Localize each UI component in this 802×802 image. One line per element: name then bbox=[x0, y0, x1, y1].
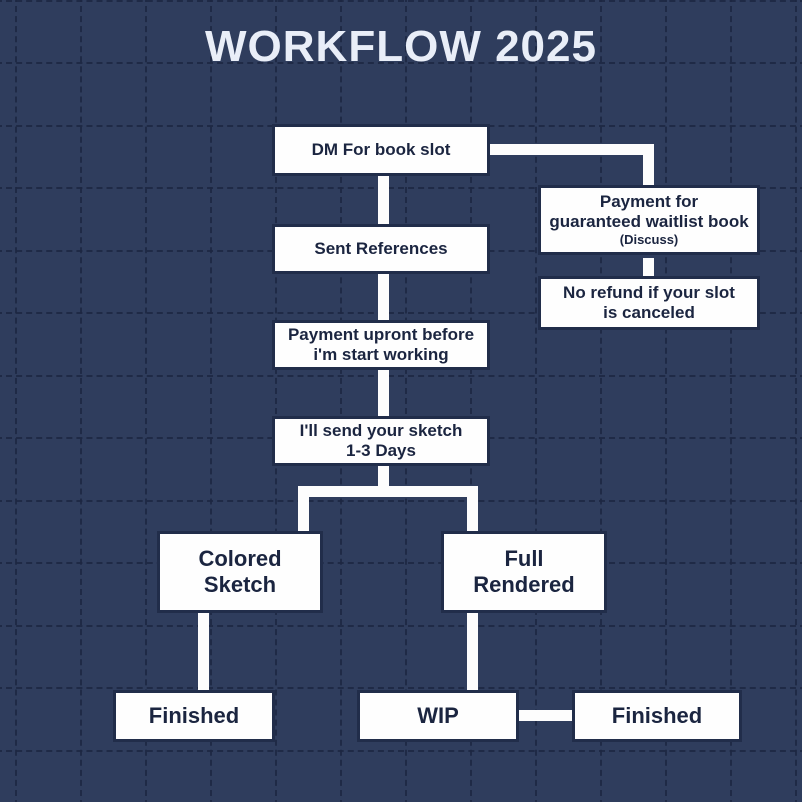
grid-line-vertical bbox=[145, 0, 147, 802]
node-label-line2: Rendered bbox=[473, 572, 575, 597]
grid-line-horizontal bbox=[0, 500, 802, 502]
grid-line-horizontal bbox=[0, 750, 802, 752]
grid-line-vertical bbox=[80, 0, 82, 802]
grid-line-horizontal bbox=[0, 562, 802, 564]
connector-branch-to-full-rendered bbox=[467, 486, 478, 534]
node-label-line1: Payment upront before bbox=[287, 324, 475, 344]
node-sent-references[interactable]: Sent References bbox=[272, 224, 490, 274]
node-label-line2: 1-3 Days bbox=[346, 441, 416, 460]
grid-line-vertical bbox=[210, 0, 212, 802]
connector-branch-to-colored-sketch bbox=[298, 486, 309, 534]
grid-line-vertical bbox=[600, 0, 602, 802]
node-label: WIP bbox=[417, 703, 459, 729]
grid-line-vertical bbox=[405, 0, 407, 802]
connector-sketch-branch-stem bbox=[378, 462, 389, 492]
node-full-rendered[interactable]: Full Rendered bbox=[441, 531, 607, 613]
connector-references-to-payment bbox=[378, 270, 389, 324]
grid-line-vertical bbox=[340, 0, 342, 802]
node-dm-for-book-slot[interactable]: DM For book slot bbox=[272, 124, 490, 176]
node-label: Sent References bbox=[314, 238, 448, 258]
node-label-line1: No refund if your slot bbox=[563, 282, 735, 302]
node-label: Finished bbox=[148, 703, 240, 729]
connector-wip-to-finished bbox=[512, 710, 577, 721]
node-send-sketch[interactable]: I'll send your sketch 1-3 Days bbox=[272, 416, 490, 466]
node-label-line2: guaranteed waitlist book bbox=[549, 212, 749, 232]
grid-line-horizontal bbox=[0, 687, 802, 689]
node-payment-guaranteed-waitlist[interactable]: Payment for guaranteed waitlist book (Di… bbox=[538, 185, 760, 255]
node-label-line1: Payment for bbox=[599, 192, 699, 212]
node-finished-right[interactable]: Finished bbox=[572, 690, 742, 742]
node-finished-left[interactable]: Finished bbox=[113, 690, 275, 742]
grid-line-horizontal bbox=[0, 0, 802, 2]
node-label-line1: I'll send your sketch bbox=[299, 420, 463, 440]
grid-line-vertical bbox=[15, 0, 17, 802]
node-wip[interactable]: WIP bbox=[357, 690, 519, 742]
connector-dm-to-waitlist-vertical bbox=[643, 144, 654, 188]
grid-line-vertical bbox=[730, 0, 732, 802]
grid-line-vertical bbox=[665, 0, 667, 802]
grid-line-vertical bbox=[535, 0, 537, 802]
node-colored-sketch[interactable]: Colored Sketch bbox=[157, 531, 323, 613]
grid-line-vertical bbox=[795, 0, 797, 802]
grid-line-vertical bbox=[275, 0, 277, 802]
node-label-line2: i'm start working bbox=[313, 345, 449, 364]
grid-line-horizontal bbox=[0, 375, 802, 377]
node-label-line2: is canceled bbox=[603, 303, 695, 322]
node-no-refund[interactable]: No refund if your slot is canceled bbox=[538, 276, 760, 330]
connector-colored-sketch-to-finished bbox=[198, 610, 209, 692]
node-label: DM For book slot bbox=[311, 139, 451, 159]
node-payment-upfront[interactable]: Payment upront before i'm start working bbox=[272, 320, 490, 370]
node-label-line1: Colored bbox=[198, 546, 282, 572]
node-label-line2: Sketch bbox=[203, 572, 277, 597]
connector-full-rendered-to-wip bbox=[467, 610, 478, 692]
node-label-line3: (Discuss) bbox=[619, 232, 679, 248]
page-title: WORKFLOW 2025 bbox=[205, 22, 597, 71]
node-label: Finished bbox=[611, 703, 703, 729]
connector-waitlist-to-norefund bbox=[643, 258, 654, 280]
grid-line-horizontal bbox=[0, 625, 802, 627]
connector-dm-to-references bbox=[378, 172, 389, 228]
connector-payment-to-sketch bbox=[378, 366, 389, 420]
connector-dm-to-waitlist-horizontal bbox=[486, 144, 654, 155]
node-label-line1: Full bbox=[504, 546, 544, 572]
connector-sketch-branch-bus bbox=[298, 486, 478, 497]
